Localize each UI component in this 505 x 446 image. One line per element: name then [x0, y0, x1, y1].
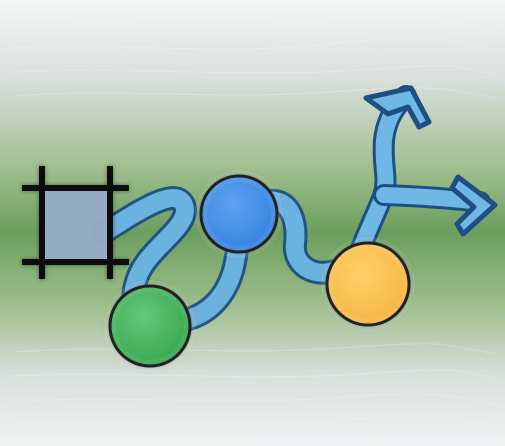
- crop-square-icon: [22, 166, 129, 279]
- branch-path-main-fill: [348, 88, 414, 270]
- background-texture: [9, 16, 497, 427]
- branching-arrow-icon: [363, 85, 498, 237]
- green-node-icon: [104, 280, 196, 372]
- blue-node-icon: [195, 170, 283, 258]
- orange-node-icon: [321, 237, 415, 331]
